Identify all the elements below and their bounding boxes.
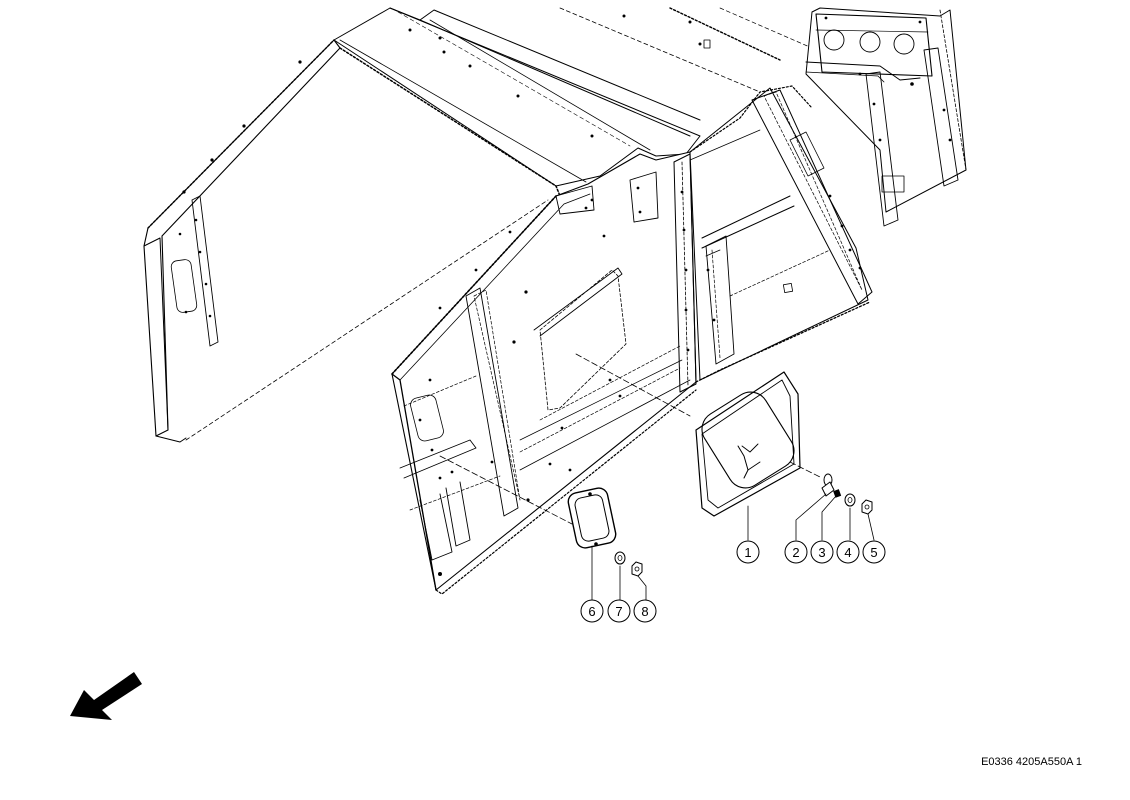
callout-bubbles: 1 2 3 4 5 6 7 8 <box>580 540 886 623</box>
washer-part-7 <box>614 551 626 565</box>
center-frame <box>689 85 873 383</box>
arrow-icon <box>70 672 142 720</box>
alignment-lines <box>439 353 823 525</box>
callout-label-3: 3 <box>818 545 825 560</box>
callout-5: 5 <box>862 540 886 564</box>
drawing-reference-code: E0336 4205A550A 1 <box>981 756 1082 768</box>
left-side-panel <box>143 39 549 443</box>
nut-part-8 <box>631 561 643 577</box>
small-cover-part-6 <box>567 487 617 549</box>
callout-1: 1 <box>736 540 760 564</box>
callout-6: 6 <box>580 599 604 623</box>
right-tower-frame <box>805 7 967 227</box>
callout-label-8: 8 <box>641 604 648 619</box>
callout-label-4: 4 <box>844 545 851 560</box>
callout-3: 3 <box>810 540 834 564</box>
callout-label-2: 2 <box>792 545 799 560</box>
bolt-part-2 <box>821 473 835 497</box>
callout-label-5: 5 <box>870 545 877 560</box>
front-main-panel <box>391 151 697 595</box>
nut-part-5 <box>861 499 873 515</box>
callout-2: 2 <box>784 540 808 564</box>
leader-lines <box>591 493 875 601</box>
callout-4: 4 <box>836 540 860 564</box>
callout-label-1: 1 <box>744 545 751 560</box>
washer-part-4 <box>844 493 856 507</box>
roof-panels <box>333 7 813 197</box>
callout-label-7: 7 <box>615 604 622 619</box>
callout-7: 7 <box>607 599 631 623</box>
hardware-fasteners <box>614 473 873 577</box>
access-cover-part-1 <box>695 371 801 517</box>
clip-part-3 <box>833 489 842 498</box>
callout-label-6: 6 <box>588 604 595 619</box>
callout-8: 8 <box>633 599 657 623</box>
